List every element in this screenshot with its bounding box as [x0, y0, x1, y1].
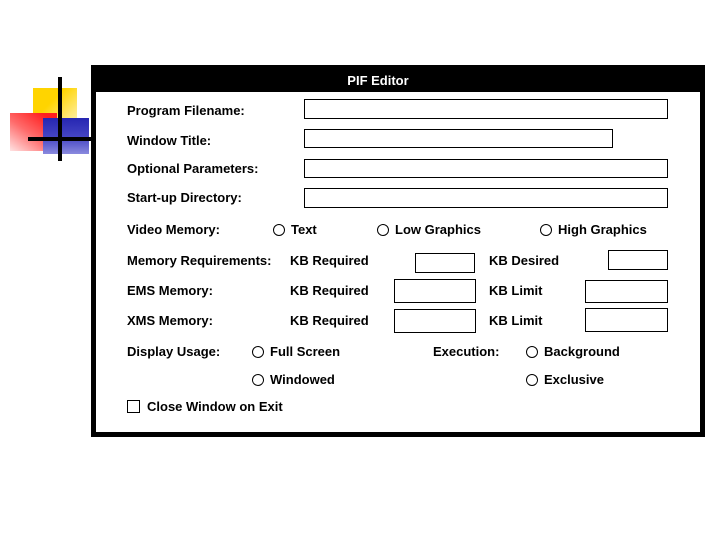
program-filename-label: Program Filename: [127, 103, 245, 118]
display-usage-label: Display Usage: [127, 344, 221, 359]
memory-requirements-kb-required-label: KB Required [290, 253, 369, 268]
radio-high-graphics-icon[interactable] [540, 224, 552, 236]
memory-requirements-kb-required-input[interactable] [415, 253, 475, 273]
ornament-vertical-line [58, 77, 62, 161]
xms-kb-limit-label: KB Limit [489, 313, 543, 328]
program-filename-input[interactable] [304, 99, 668, 119]
radio-text-icon[interactable] [273, 224, 285, 236]
radio-background-icon[interactable] [526, 346, 538, 358]
radio-low-graphics-label: Low Graphics [395, 222, 481, 237]
dialog-title: PIF Editor [347, 73, 409, 88]
execution-label: Execution: [433, 344, 500, 359]
close-window-on-exit-option[interactable]: Close Window on Exit [127, 397, 283, 415]
xms-kb-limit-input[interactable] [585, 308, 668, 332]
radio-high-graphics-label: High Graphics [558, 222, 647, 237]
memory-requirements-kb-desired-label: KB Desired [489, 253, 560, 268]
ems-memory-label: EMS Memory: [127, 283, 213, 298]
dialog-body: Program Filename: Window Title: Optional… [96, 92, 700, 432]
pif-editor-dialog: PIF Editor Program Filename: Window Titl… [91, 65, 705, 437]
close-window-checkbox-icon[interactable] [127, 399, 140, 413]
radio-full-screen-icon[interactable] [252, 346, 264, 358]
radio-full-screen-label: Full Screen [270, 344, 341, 359]
slide-ornament [0, 0, 110, 180]
close-window-checkbox-label: Close Window on Exit [147, 398, 283, 414]
xms-memory-label: XMS Memory: [127, 313, 213, 328]
dialog-title-bar[interactable]: PIF Editor [96, 70, 700, 92]
radio-low-graphics-icon[interactable] [377, 224, 389, 236]
execution-option-exclusive[interactable]: Exclusive [526, 371, 604, 389]
radio-text-label: Text [291, 222, 317, 237]
display-usage-option-windowed[interactable]: Windowed [252, 371, 335, 389]
xms-kb-required-label: KB Required [290, 313, 369, 328]
video-memory-label: Video Memory: [127, 222, 220, 237]
execution-option-background[interactable]: Background [526, 343, 620, 361]
window-title-label: Window Title: [127, 133, 212, 148]
memory-requirements-kb-desired-input[interactable] [608, 250, 668, 270]
radio-exclusive-label: Exclusive [544, 372, 604, 387]
xms-kb-required-input[interactable] [394, 309, 476, 333]
video-memory-option-text[interactable]: Text [273, 221, 317, 239]
display-usage-option-full-screen[interactable]: Full Screen [252, 343, 340, 361]
ornament-horizontal-line [28, 137, 94, 141]
radio-windowed-label: Windowed [270, 372, 335, 387]
startup-directory-label: Start-up Directory: [127, 190, 242, 205]
video-memory-option-high-graphics[interactable]: High Graphics [540, 221, 647, 239]
memory-requirements-label: Memory Requirements: [127, 253, 272, 268]
optional-parameters-input[interactable] [304, 159, 668, 178]
optional-parameters-label: Optional Parameters: [127, 161, 259, 176]
ornament-blue-square [43, 118, 89, 154]
ems-kb-limit-label: KB Limit [489, 283, 543, 298]
radio-exclusive-icon[interactable] [526, 374, 538, 386]
ems-kb-required-input[interactable] [394, 279, 476, 303]
ems-kb-required-label: KB Required [290, 283, 369, 298]
video-memory-option-low-graphics[interactable]: Low Graphics [377, 221, 481, 239]
startup-directory-input[interactable] [304, 188, 668, 208]
window-title-input[interactable] [304, 129, 613, 148]
radio-background-label: Background [544, 344, 620, 359]
radio-windowed-icon[interactable] [252, 374, 264, 386]
ems-kb-limit-input[interactable] [585, 280, 668, 303]
